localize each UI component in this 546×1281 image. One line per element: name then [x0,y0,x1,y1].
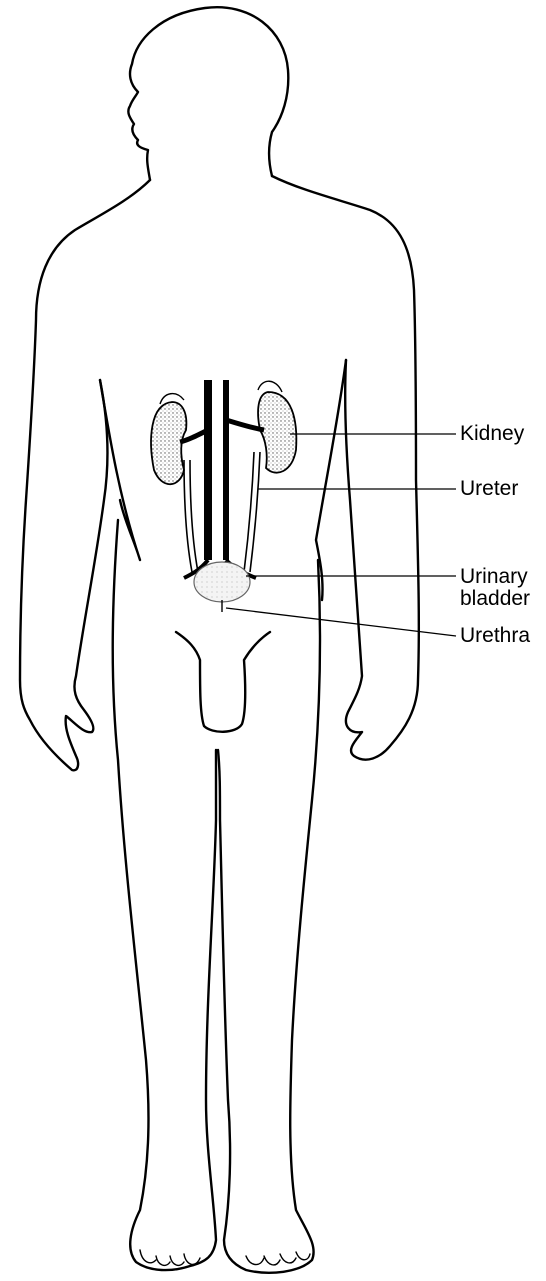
ureter-label: Ureter [460,478,518,500]
toes [140,1250,310,1265]
urinary-bladder-label-line1: Urinary [460,566,528,588]
right-body-outline [272,176,419,760]
major-vessels [180,380,264,578]
right-torso-side [316,360,346,600]
right-leg-outline [218,560,320,1273]
urethra-leader [226,608,456,636]
ureters [184,452,260,572]
urinary-bladder [194,562,250,602]
left-leg-outline [113,520,216,1270]
right-kidney [258,392,296,473]
kidney-label: Kidney [460,423,524,445]
urethra-label: Urethra [460,625,530,647]
groin-outline [176,632,270,732]
left-body-outline [20,180,150,770]
head-outline [128,7,288,180]
urinary-bladder-label-line2: bladder [460,588,530,610]
